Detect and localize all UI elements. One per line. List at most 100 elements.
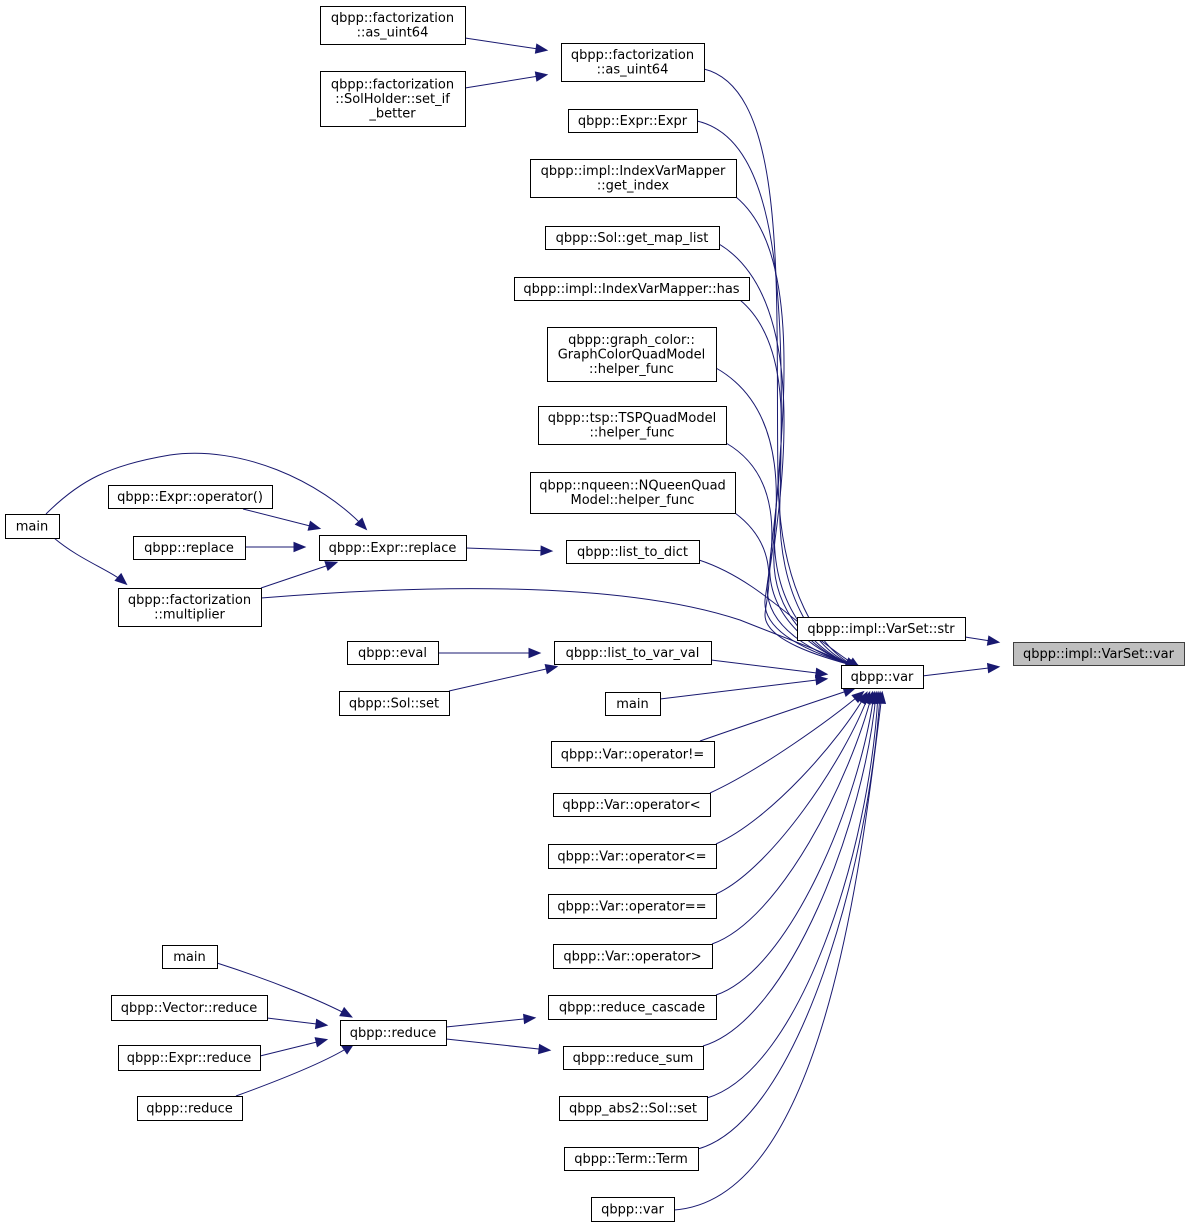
node-box[interactable] <box>1013 642 1185 666</box>
edge-var_gt-to-var_main <box>711 693 873 945</box>
node-var_lt[interactable]: qbpp::Var::operator< <box>553 793 711 817</box>
arrowhead-fact_multiplier-to-expr_replace <box>324 561 339 572</box>
node-box[interactable] <box>538 406 727 445</box>
node-box[interactable] <box>162 945 218 969</box>
node-root[interactable]: qbpp::impl::VarSet::var <box>1013 642 1185 666</box>
edge-var_2-to-var_main <box>673 693 883 1211</box>
edge-main_2-to-var_main <box>659 678 826 700</box>
node-box[interactable] <box>563 1046 704 1070</box>
node-label: main <box>173 950 205 965</box>
node-label: qbpp::graph_color:: <box>568 333 695 348</box>
node-label: qbpp::var <box>851 670 914 685</box>
node-var_gt[interactable]: qbpp::Var::operator> <box>553 944 713 969</box>
node-reduce_main[interactable]: qbpp::reduce <box>340 1020 447 1046</box>
node-box[interactable] <box>108 485 273 509</box>
node-label: qbpp::Term::Term <box>574 1152 688 1167</box>
node-vector_reduce[interactable]: qbpp::Vector::reduce <box>111 995 268 1021</box>
node-box[interactable] <box>320 71 466 127</box>
node-box[interactable] <box>559 1096 708 1121</box>
node-expr_reduce[interactable]: qbpp::Expr::reduce <box>118 1045 261 1071</box>
arrowhead-sol_set-to-list_to_var_val <box>544 663 559 675</box>
arrowhead-replace-to-expr_replace <box>293 541 307 553</box>
node-box[interactable] <box>111 995 268 1021</box>
node-box[interactable] <box>797 617 966 641</box>
node-box[interactable] <box>320 6 466 45</box>
node-box[interactable] <box>530 472 736 514</box>
node-expr_operator_call[interactable]: qbpp::Expr::operator() <box>108 485 273 509</box>
node-list_to_dict[interactable]: qbpp::list_to_dict <box>566 540 700 564</box>
node-box[interactable] <box>545 226 720 250</box>
node-reduce_sum[interactable]: qbpp::reduce_sum <box>563 1046 704 1070</box>
node-fact_as_uint64[interactable]: qbpp::factorization::as_uint64 <box>561 43 705 82</box>
node-box[interactable] <box>568 109 698 133</box>
node-box[interactable] <box>551 741 715 768</box>
node-box[interactable] <box>340 1020 447 1046</box>
node-main_2[interactable]: main <box>605 692 661 716</box>
edge-nq_helper-to-var_main <box>734 512 860 668</box>
edge-expr_reduce-to-reduce_main <box>259 1039 326 1057</box>
node-box[interactable] <box>514 277 750 301</box>
node-box[interactable] <box>591 1197 675 1222</box>
node-reduce_cascade[interactable]: qbpp::reduce_cascade <box>548 995 717 1020</box>
node-list_to_var_val[interactable]: qbpp::list_to_var_val <box>554 641 712 665</box>
node-label: qbpp::nqueen::NQueenQuad <box>539 479 726 494</box>
node-fact_multiplier[interactable]: qbpp::factorization::multiplier <box>118 588 262 627</box>
node-box[interactable] <box>339 691 450 716</box>
node-ivm_has[interactable]: qbpp::impl::IndexVarMapper::has <box>514 277 750 301</box>
node-box[interactable] <box>548 844 717 869</box>
node-sol_set[interactable]: qbpp::Sol::set <box>339 691 450 716</box>
node-var_main[interactable]: qbpp::var <box>841 665 924 689</box>
node-main_1[interactable]: main <box>5 514 60 539</box>
node-label: qbpp::list_to_dict <box>577 545 688 560</box>
edge-var_le-to-var_main <box>715 693 867 845</box>
node-main_3[interactable]: main <box>162 945 218 969</box>
node-fact_as_uint64_2[interactable]: qbpp::factorization::as_uint64 <box>320 6 466 45</box>
node-label: qbpp::impl::IndexVarMapper <box>541 164 726 179</box>
node-reduce_2[interactable]: qbpp::reduce <box>137 1096 243 1121</box>
node-box[interactable] <box>566 540 700 564</box>
node-var_eq[interactable]: qbpp::Var::operator== <box>548 894 717 919</box>
node-label: ::get_index <box>597 179 669 194</box>
node-box[interactable] <box>347 641 439 665</box>
node-gc_helper[interactable]: qbpp::graph_color::GraphColorQuadModel::… <box>547 327 717 382</box>
node-replace[interactable]: qbpp::replace <box>133 536 246 560</box>
node-box[interactable] <box>118 1045 261 1071</box>
edge-fact_multiplier-to-expr_replace <box>260 562 336 589</box>
node-var_ne[interactable]: qbpp::Var::operator!= <box>551 741 715 768</box>
node-term_term[interactable]: qbpp::Term::Term <box>564 1147 699 1171</box>
node-ivm_get_index[interactable]: qbpp::impl::IndexVarMapper::get_index <box>530 159 737 198</box>
node-varset_str[interactable]: qbpp::impl::VarSet::str <box>797 617 966 641</box>
node-abs2_sol_set[interactable]: qbpp_abs2::Sol::set <box>559 1096 708 1121</box>
node-label: qbpp::factorization <box>331 77 454 92</box>
node-expr_replace[interactable]: qbpp::Expr::replace <box>319 535 467 561</box>
arrowhead-reduce_main-to-reduce_cascade <box>523 1013 537 1025</box>
node-box[interactable] <box>548 995 717 1020</box>
node-var_2[interactable]: qbpp::var <box>591 1197 675 1222</box>
node-box[interactable] <box>548 894 717 919</box>
edge-abs2_sol_set-to-var_main <box>706 693 879 1099</box>
node-label: ::helper_func <box>589 362 674 377</box>
node-box[interactable] <box>5 514 60 539</box>
node-var_le[interactable]: qbpp::Var::operator<= <box>548 844 717 869</box>
node-sol_get_map_list[interactable]: qbpp::Sol::get_map_list <box>545 226 720 250</box>
node-expr_expr[interactable]: qbpp::Expr::Expr <box>568 109 698 133</box>
node-box[interactable] <box>133 536 246 560</box>
node-nq_helper[interactable]: qbpp::nqueen::NQueenQuadModel::helper_fu… <box>530 472 736 514</box>
node-box[interactable] <box>561 43 705 82</box>
node-box[interactable] <box>530 159 737 198</box>
node-tsp_helper[interactable]: qbpp::tsp::TSPQuadModel::helper_func <box>538 406 727 445</box>
node-box[interactable] <box>118 588 262 627</box>
node-box[interactable] <box>553 944 713 969</box>
node-box[interactable] <box>605 692 661 716</box>
node-label: ::as_uint64 <box>357 26 429 41</box>
node-box[interactable] <box>553 793 711 817</box>
node-box[interactable] <box>137 1096 243 1121</box>
node-box[interactable] <box>547 327 717 382</box>
node-box[interactable] <box>554 641 712 665</box>
node-fact_set_if_better[interactable]: qbpp::factorization::SolHolder::set_if_b… <box>320 71 466 127</box>
node-box[interactable] <box>319 535 467 561</box>
node-eval[interactable]: qbpp::eval <box>347 641 439 665</box>
node-box[interactable] <box>841 665 924 689</box>
node-box[interactable] <box>564 1147 699 1171</box>
